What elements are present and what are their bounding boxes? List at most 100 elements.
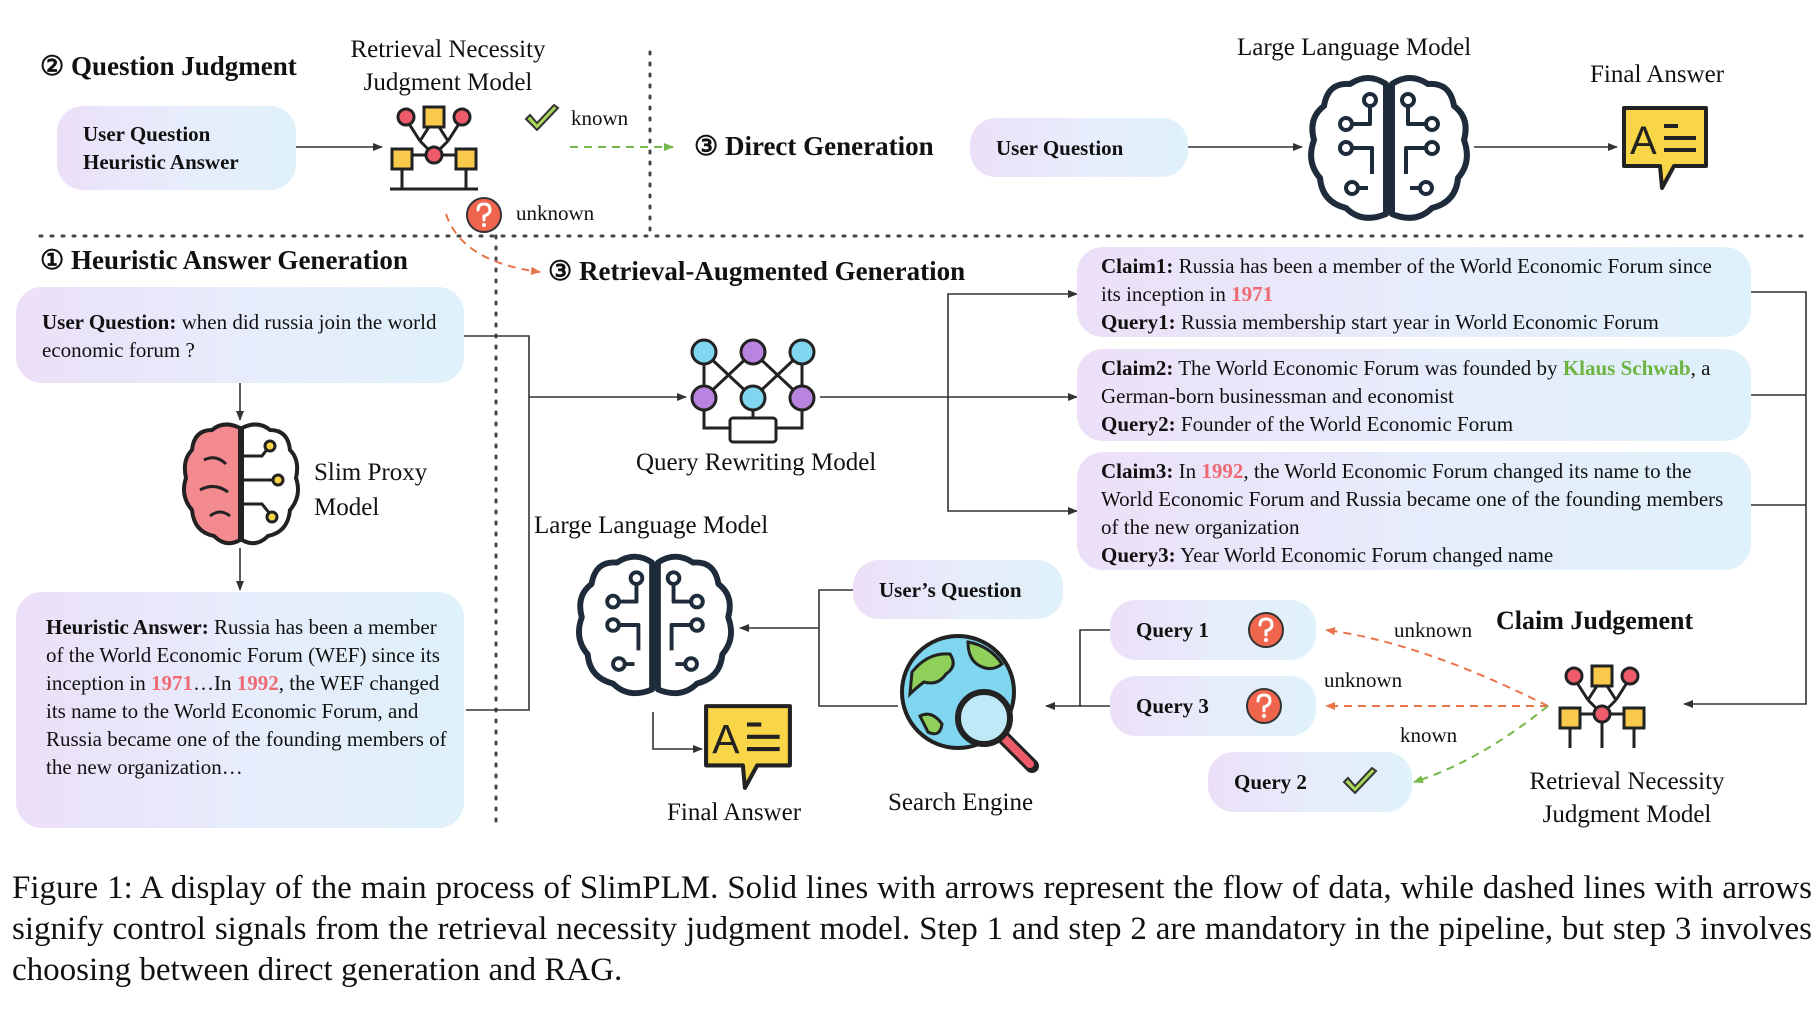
claim2-highlight: Klaus Schwab xyxy=(1562,356,1691,380)
users-question-text: User’s Question xyxy=(879,577,1022,602)
search-engine-label: Search Engine xyxy=(888,789,1034,816)
claim2-text: Claim2: The World Economic Forum was fou… xyxy=(1101,354,1731,410)
query3-label: Query3: xyxy=(1101,543,1176,567)
slim-proxy-brain-icon xyxy=(182,422,300,546)
slim-proxy-line2: Model xyxy=(314,494,380,521)
checkmark-icon xyxy=(524,104,560,132)
question-mark-icon xyxy=(1247,612,1284,648)
llm-top-label: Large Language Model xyxy=(1237,34,1472,61)
heuristic-text-1: Russia has been a member of the World Ec… xyxy=(46,615,440,695)
slim-proxy-line1: Slim Proxy xyxy=(314,459,428,486)
query2-pill-label: Query 2 xyxy=(1234,770,1307,794)
rnj-model-top-label: Retrieval Necessity Judgment Model xyxy=(350,33,546,99)
heuristic-answer-box: Heuristic Answer: Russia has been a memb… xyxy=(16,592,464,828)
control-known-q2 xyxy=(1413,705,1549,784)
bracket-inputs-to-rewriter xyxy=(464,335,530,711)
brain-circuit-icon-bottom xyxy=(576,553,734,697)
claim1-text: Claim1: Russia has been a member of the … xyxy=(1101,252,1731,308)
query1-label: Query1: xyxy=(1101,310,1176,334)
query3-value: Year World Economic Forum changed name xyxy=(1175,543,1554,567)
unknown-label-q3: unknown xyxy=(1324,668,1403,692)
query1-pill: Query 1 xyxy=(1110,600,1316,660)
claim1-highlight: 1971 xyxy=(1231,282,1274,306)
checkmark-icon xyxy=(1342,767,1378,795)
claim3-text: Claim3: In 1992, the World Economic Foru… xyxy=(1101,457,1731,541)
claim3-post: , the World Economic Forum changed its n… xyxy=(1101,459,1724,539)
query1-value: Russia membership start year in World Ec… xyxy=(1175,310,1659,334)
section-question-judgment: ② Question Judgment xyxy=(40,51,297,81)
svg-text:A: A xyxy=(712,716,740,762)
rnj-model-bottom-line2: Judgment Model xyxy=(1542,801,1712,828)
claim3-label: Claim3: xyxy=(1101,459,1174,483)
known-label-top: known xyxy=(571,106,629,130)
users-question-box: User’s Question xyxy=(853,560,1063,619)
question-mark-icon xyxy=(1245,688,1282,724)
final-answer-top-label: Final Answer xyxy=(1590,61,1725,88)
arrow-to-claim3 xyxy=(947,397,1078,515)
search-engine-globe-icon xyxy=(900,634,1039,773)
query1-text: Query1: Russia membership start year in … xyxy=(1101,308,1731,336)
qj-user-question: User Question xyxy=(83,122,211,146)
query-rewriting-network-icon xyxy=(690,338,816,444)
llm-bottom-label: Large Language Model xyxy=(534,512,769,539)
query3-pill: Query 3 xyxy=(1110,676,1316,736)
control-unknown-q1 xyxy=(1325,627,1549,707)
section-direct-generation: ③ Direct Generation xyxy=(694,131,934,161)
heuristic-text-3: , the WEF changed its name to the World … xyxy=(46,671,447,779)
query-rewriting-model-label: Query Rewriting Model xyxy=(636,449,877,476)
answer-bubble-icon-bottom: A xyxy=(704,704,792,790)
rnj-model-bottom-label: Retrieval Necessity Judgment Model xyxy=(1504,765,1750,831)
query2-label: Query2: xyxy=(1101,412,1176,436)
arrow-llm-to-final-bottom xyxy=(652,712,703,753)
network-judge-icon-bottom xyxy=(1558,664,1646,748)
claim-judgement-title: Claim Judgement xyxy=(1496,606,1694,635)
control-unknown-top xyxy=(445,213,541,275)
section-dividers xyxy=(38,50,1812,830)
direct-user-question-text: User Question xyxy=(996,135,1124,160)
section-heuristic-answer-generation: ① Heuristic Answer Generation xyxy=(40,245,408,275)
claim2-post: , a German-born businessman and economis… xyxy=(1101,356,1711,408)
qj-heuristic-answer: Heuristic Answer xyxy=(83,150,239,174)
rnj-model-top-line1: Retrieval Necessity xyxy=(350,36,546,63)
claim2-pre: The World Economic Forum was founded by xyxy=(1173,356,1563,380)
arrow-to-claim1 xyxy=(947,290,1078,397)
query3-pill-label: Query 3 xyxy=(1136,694,1209,718)
heuristic-answer-label: Heuristic Answer: xyxy=(46,615,209,639)
unknown-label-q1: unknown xyxy=(1394,618,1473,642)
figure-caption: Figure 1: A display of the main process … xyxy=(12,870,1812,988)
claims-bracket xyxy=(1683,291,1807,708)
claim2-box: Claim2: The World Economic Forum was fou… xyxy=(1077,349,1751,441)
query2-text: Query2: Founder of the World Economic Fo… xyxy=(1101,410,1731,438)
svg-text:A: A xyxy=(1630,119,1657,163)
claim1-label: Claim1: xyxy=(1101,254,1174,278)
query2-pill: Query 2 xyxy=(1208,752,1412,812)
heuristic-text-2: …In xyxy=(192,671,237,695)
claim3-box: Claim3: In 1992, the World Economic Foru… xyxy=(1077,452,1751,570)
user-question-text: when did russia join the world economic … xyxy=(42,310,437,362)
rnj-model-top-line2: Judgment Model xyxy=(363,69,533,96)
unknown-label-top: unknown xyxy=(516,201,595,225)
claim1-box: Claim1: Russia has been a member of the … xyxy=(1077,247,1751,337)
heuristic-year-1971: 1971 xyxy=(150,671,193,695)
claim3-highlight: 1992 xyxy=(1201,459,1244,483)
heuristic-year-1992: 1992 xyxy=(236,671,279,695)
claim3-pre: In xyxy=(1173,459,1202,483)
section-rag: ③ Retrieval-Augmented Generation xyxy=(548,256,966,286)
user-question-box: User Question: when did russia join the … xyxy=(16,287,464,383)
brain-circuit-icon-top xyxy=(1308,75,1470,221)
answer-bubble-icon-top: A xyxy=(1622,106,1708,190)
network-judge-icon xyxy=(390,105,478,191)
rnj-model-bottom-line1: Retrieval Necessity xyxy=(1529,768,1725,795)
query2-value: Founder of the World Economic Forum xyxy=(1175,412,1514,436)
known-label-q2: known xyxy=(1400,723,1458,747)
slim-proxy-label: Slim Proxy Model xyxy=(314,455,427,525)
final-answer-bottom-label: Final Answer xyxy=(667,799,802,826)
question-mark-icon xyxy=(466,197,502,233)
claim2-label: Claim2: xyxy=(1101,356,1174,380)
arrow-search-and-question-to-llm xyxy=(818,589,898,707)
query1-pill-label: Query 1 xyxy=(1136,618,1209,642)
direct-user-question-box: User Question xyxy=(970,118,1188,177)
claim1-pre: Russia has been a member of the World Ec… xyxy=(1101,254,1712,306)
qj-input-box: User Question Heuristic Answer xyxy=(57,106,296,190)
